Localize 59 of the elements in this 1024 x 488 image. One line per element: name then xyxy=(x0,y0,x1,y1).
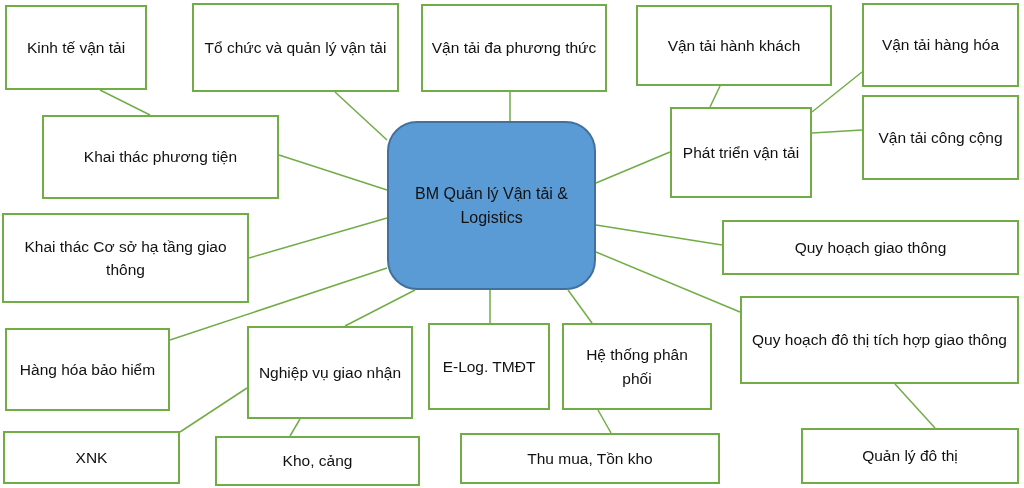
connector-line xyxy=(595,251,741,313)
connector-line xyxy=(597,409,612,434)
topic-box xyxy=(862,3,1019,87)
topic-label: Vận tải đa phương thức xyxy=(431,38,597,59)
topic-label: Quản lý đô thị xyxy=(862,446,958,467)
central-topic-box xyxy=(387,121,596,290)
topic-box xyxy=(5,328,170,411)
topic-box xyxy=(5,5,147,90)
connector-line xyxy=(344,289,416,327)
connector-line xyxy=(99,89,151,116)
topic-label: Phát triển vận tải xyxy=(682,142,800,163)
topic-label: Vận tải hàng hóa xyxy=(881,35,1000,56)
connector-line xyxy=(894,383,936,429)
connector-line xyxy=(248,217,388,259)
topic-box xyxy=(2,213,249,303)
connector-line xyxy=(289,418,301,437)
topic-box xyxy=(428,323,550,410)
connector-line xyxy=(179,387,248,433)
topic-label: Tổ chức và quản lý vận tải xyxy=(204,37,387,58)
topic-box xyxy=(670,107,812,198)
connector-line xyxy=(489,289,491,324)
topic-box xyxy=(215,436,420,486)
topic-label: Vận tải hành khách xyxy=(667,35,801,56)
topic-label: Nghiệp vụ giao nhận xyxy=(258,362,402,383)
topic-label: Vận tải công cộng xyxy=(878,127,1003,148)
topic-label: BM Quản lý Vận tải & Logistics xyxy=(414,183,569,228)
topic-label: E-Log. TMĐT xyxy=(442,356,536,377)
topic-label: Quy hoạch giao thông xyxy=(794,237,947,258)
topic-label: Thu mua, Tồn kho xyxy=(527,448,653,469)
topic-label: Kho, cảng xyxy=(282,451,353,472)
topic-box xyxy=(801,428,1019,484)
topic-label: Hệ thống phân phối xyxy=(585,345,689,389)
topic-box xyxy=(247,326,413,419)
topic-label: Khai thác phương tiện xyxy=(83,147,238,168)
topic-label: Quy hoạch đô thị tích hợp giao thông xyxy=(752,330,1007,351)
topic-box xyxy=(192,3,399,92)
topic-box xyxy=(740,296,1019,384)
connector-line xyxy=(278,154,388,191)
connector-line xyxy=(595,224,723,246)
topic-label: Khai thác Cơ sở hạ tầng giao thông xyxy=(23,236,228,280)
topic-box xyxy=(460,433,720,484)
connector-line xyxy=(334,91,388,141)
connector-line xyxy=(567,289,593,324)
topic-box xyxy=(862,95,1019,180)
connector-line xyxy=(811,129,863,134)
topic-box xyxy=(562,323,712,410)
topic-label: Kinh tế vận tải xyxy=(26,37,126,58)
topic-label: Hàng hóa bảo hiểm xyxy=(19,359,156,380)
connector-line xyxy=(169,267,388,341)
topic-box xyxy=(636,5,832,86)
connector-line xyxy=(595,151,671,184)
connector-line xyxy=(509,91,511,122)
topic-box xyxy=(3,431,180,484)
topic-box xyxy=(421,4,607,92)
connector-line xyxy=(709,85,721,108)
connector-line xyxy=(811,71,863,113)
topic-label: XNK xyxy=(75,447,108,468)
topic-box xyxy=(42,115,279,199)
topic-box xyxy=(722,220,1019,275)
